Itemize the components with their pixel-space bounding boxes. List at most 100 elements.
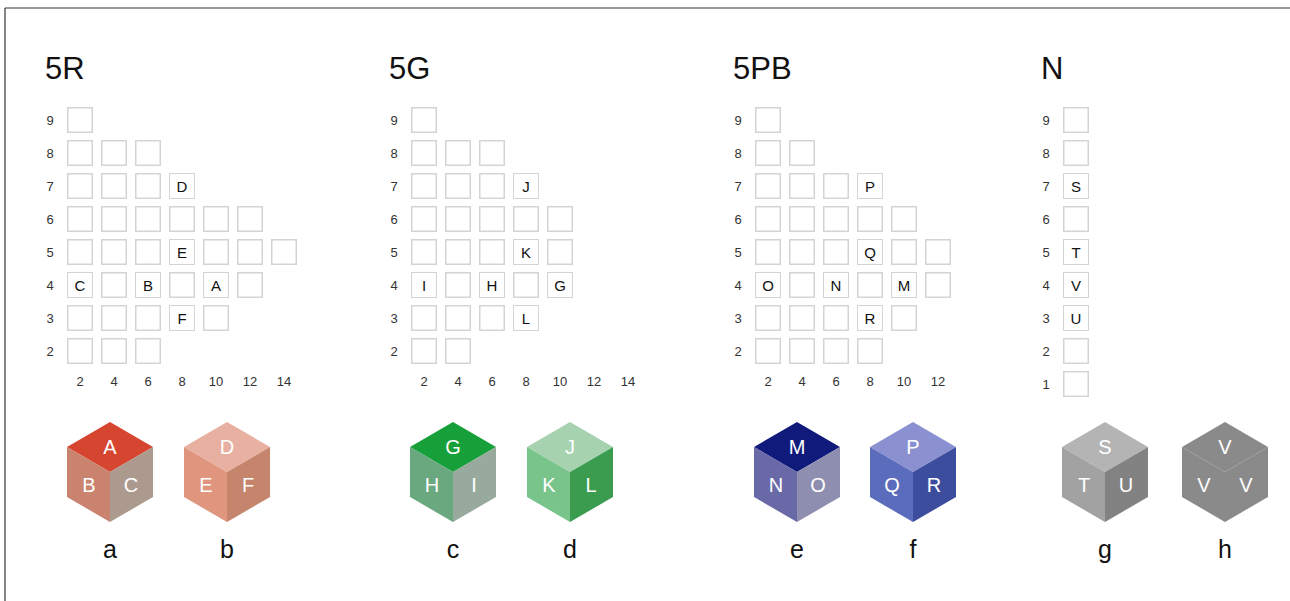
color-chip-cell [204, 306, 229, 331]
value-axis-number: 4 [1042, 279, 1049, 292]
cube-face-letter: B [82, 475, 95, 495]
value-axis-number: 1 [1042, 378, 1049, 391]
chip-letter: U [1071, 311, 1082, 326]
chip-letter: F [177, 311, 186, 326]
color-chip-cell [446, 339, 471, 364]
cube-face-letter: O [810, 475, 826, 495]
color-chip-cell [790, 273, 815, 298]
chroma-axis-number: 2 [420, 375, 427, 388]
hue-heading: 5R [45, 53, 85, 84]
color-chip-cell [68, 174, 93, 199]
chroma-axis-number: 12 [243, 375, 257, 388]
chip-letter: N [831, 278, 842, 293]
cube-face-letter: R [927, 475, 941, 495]
color-chip-cell [824, 339, 849, 364]
chip-letter: Q [864, 245, 876, 260]
color-chip-cell [238, 273, 263, 298]
color-chip-cell [480, 306, 505, 331]
color-chip-cell: R [857, 305, 883, 331]
color-chip-cell: G [547, 272, 573, 298]
color-chip-cell: V [1063, 272, 1089, 298]
color-chip-cell [824, 174, 849, 199]
value-axis-number: 3 [1042, 312, 1049, 325]
value-axis-number: 6 [390, 213, 397, 226]
color-chip-cell [1064, 108, 1089, 133]
color-chip-cell [858, 207, 883, 232]
chip-letter: D [177, 179, 188, 194]
color-chip-cell [412, 108, 437, 133]
cube-caption: e [790, 537, 804, 562]
color-chip-cell [204, 207, 229, 232]
color-chip-cell [790, 141, 815, 166]
cube-right-face [1225, 447, 1268, 522]
value-axis-number: 5 [390, 246, 397, 259]
color-chip-cell [1064, 207, 1089, 232]
chroma-axis-number: 14 [277, 375, 291, 388]
chip-letter: C [75, 278, 86, 293]
cube-face-letter: P [906, 437, 919, 457]
value-axis-number: 7 [734, 180, 741, 193]
cube-face-letter: V [1239, 475, 1252, 495]
color-chip-cell [136, 174, 161, 199]
cube-right-face [227, 447, 270, 522]
chroma-axis-number: 12 [587, 375, 601, 388]
value-axis-number: 4 [46, 279, 53, 292]
cube-face-letter: V [1197, 475, 1210, 495]
color-chip-cell [102, 306, 127, 331]
value-axis-number: 3 [390, 312, 397, 325]
cube-caption: f [910, 537, 917, 562]
color-chip-cell: O [755, 272, 781, 298]
cube-caption: c [447, 537, 460, 562]
color-chip-cell [68, 141, 93, 166]
chip-letter: T [1071, 245, 1080, 260]
color-chip-cell [790, 240, 815, 265]
color-chip-cell [412, 174, 437, 199]
chip-letter: B [143, 278, 153, 293]
color-chip-cell: A [203, 272, 229, 298]
value-axis-number: 6 [46, 213, 53, 226]
cube-face-letter: V [1218, 437, 1231, 457]
color-chip-cell [514, 273, 539, 298]
cube-face-letter: U [1119, 475, 1133, 495]
color-chip-cell [136, 306, 161, 331]
chip-letter: O [762, 278, 774, 293]
chroma-axis-number: 8 [178, 375, 185, 388]
color-chip-cell [204, 240, 229, 265]
cube-caption: h [1218, 537, 1232, 562]
chroma-axis-number: 10 [897, 375, 911, 388]
color-chip-cell [756, 207, 781, 232]
chip-letter: E [177, 245, 187, 260]
cube-face-letter: A [103, 437, 116, 457]
color-chip-cell: M [891, 272, 917, 298]
color-chip-cell: P [857, 173, 883, 199]
color-chip-cell [446, 306, 471, 331]
color-chip-cell: E [169, 239, 195, 265]
color-chip-cell: J [513, 173, 539, 199]
chip-letter: S [1071, 179, 1081, 194]
cube-right-face [570, 447, 613, 522]
chip-letter: G [554, 278, 566, 293]
chip-letter: A [211, 278, 221, 293]
color-chip-cell [480, 240, 505, 265]
color-chip-cell [446, 240, 471, 265]
value-axis-number: 2 [46, 345, 53, 358]
color-chip-cell [824, 306, 849, 331]
value-axis-number: 5 [1042, 246, 1049, 259]
chip-letter: J [522, 179, 530, 194]
color-chip-cell [136, 240, 161, 265]
cube-left-face [1062, 447, 1105, 522]
value-axis-number: 9 [734, 114, 741, 127]
color-chip-cell: Q [857, 239, 883, 265]
color-chip-cell [102, 339, 127, 364]
cube-right-face [1105, 447, 1148, 522]
value-axis-number: 9 [390, 114, 397, 127]
value-axis-number: 4 [390, 279, 397, 292]
cube-face-letter: K [542, 475, 555, 495]
color-chip-cell: K [513, 239, 539, 265]
color-chip-cell [412, 240, 437, 265]
cube-face-letter: I [471, 475, 477, 495]
color-chip-cell [68, 207, 93, 232]
chip-letter: K [521, 245, 531, 260]
cube-face-letter: F [242, 475, 254, 495]
value-axis-number: 7 [46, 180, 53, 193]
